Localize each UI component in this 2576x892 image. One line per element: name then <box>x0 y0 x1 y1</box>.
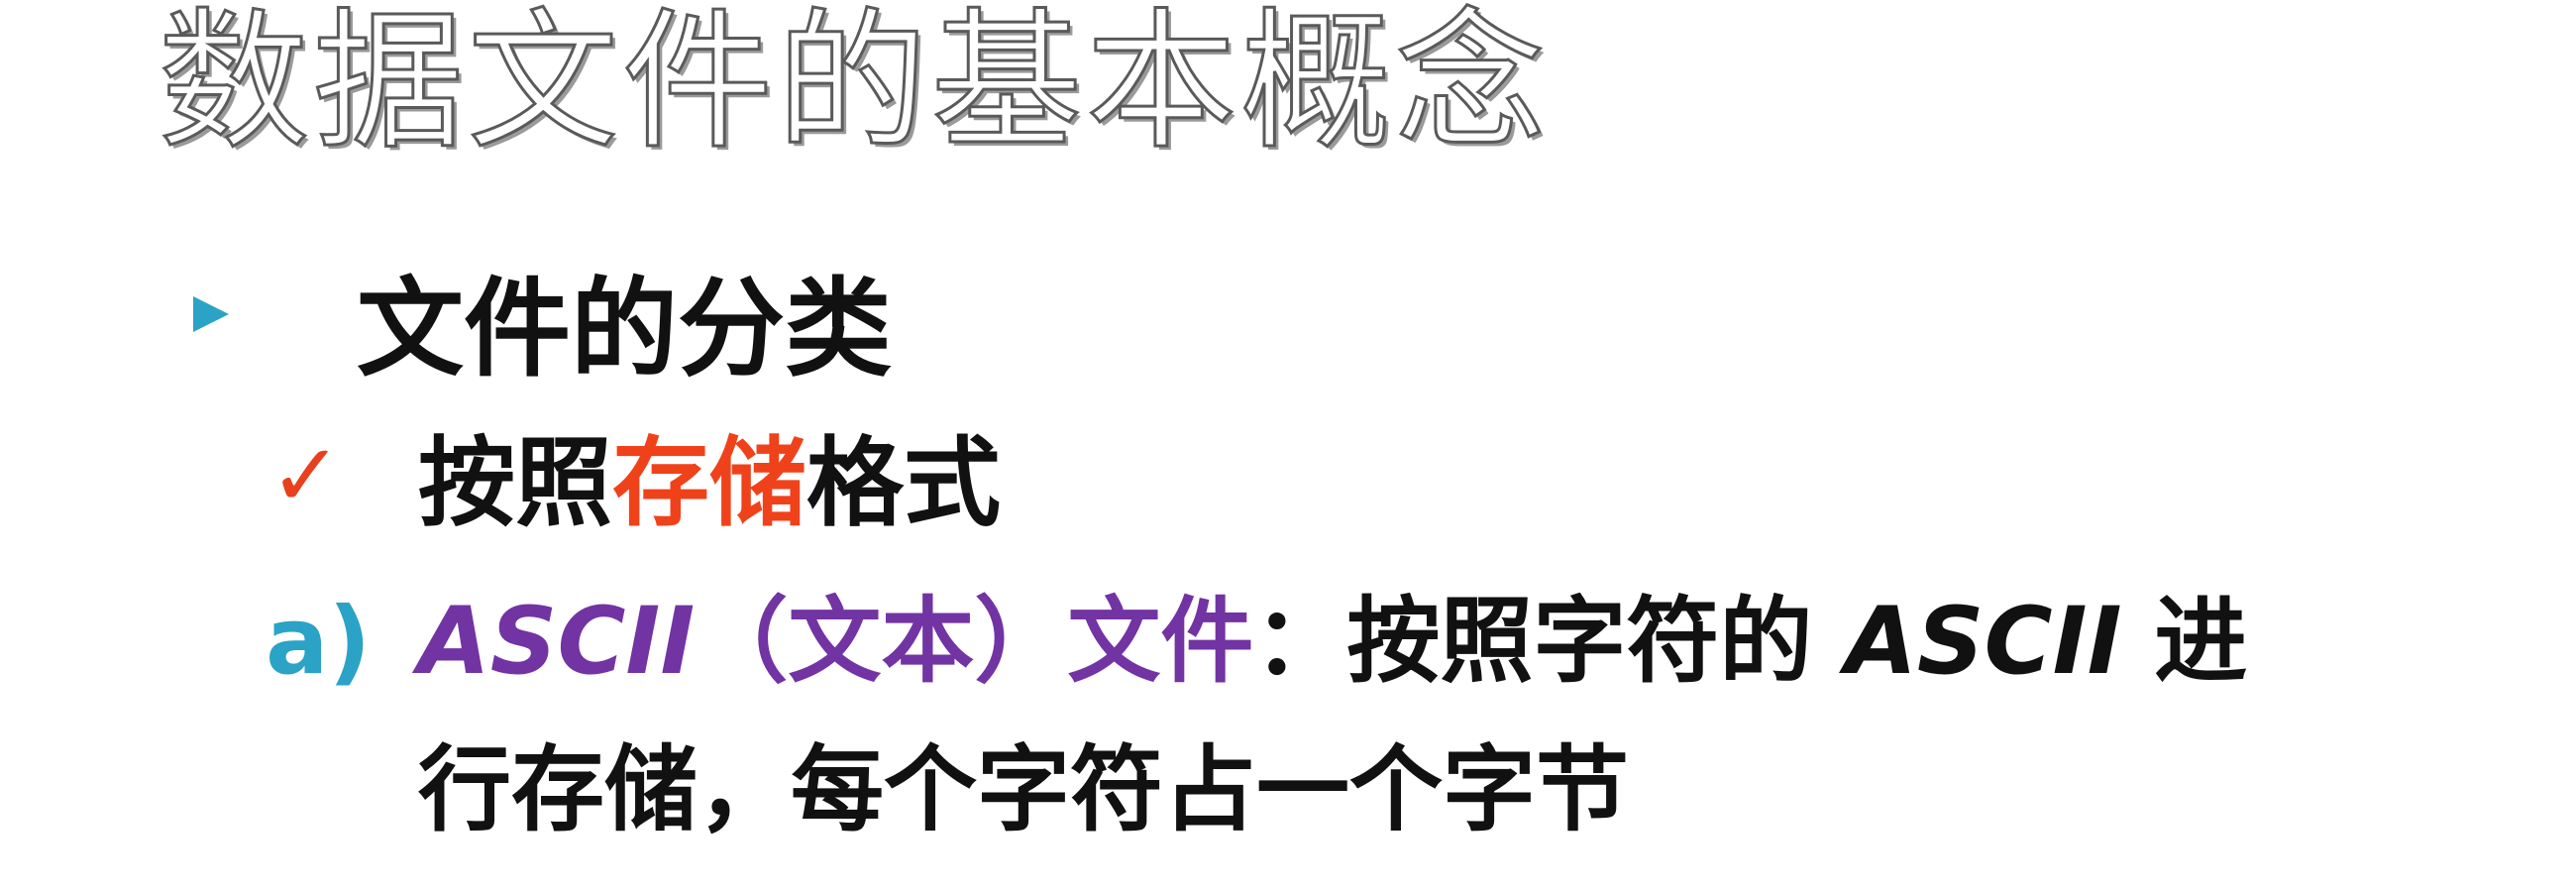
desc-line1-b: 进 <box>2154 588 2248 696</box>
term-paren: （文本）文件 <box>695 588 1254 696</box>
slide-title: 数据文件的基本概念 <box>158 0 1550 169</box>
desc-line1-ascii: ASCII <box>1845 588 2122 696</box>
check-item: 按照存储格式 <box>418 424 1001 543</box>
list-item-line1: ASCII（文本）文件：按照字符的 ASCII 进 <box>418 583 2247 702</box>
list-marker: a) <box>266 588 372 696</box>
desc-line1-a: 按照字符的 <box>1346 588 1813 696</box>
term-colon: ： <box>1253 588 1347 696</box>
checkmark-icon: ✓ <box>269 424 343 526</box>
triangle-bullet-icon <box>193 296 229 332</box>
bullet-heading: 文件的分类 <box>357 268 893 391</box>
check-item-prefix: 按照 <box>418 427 613 540</box>
check-item-highlight: 存储 <box>612 427 807 540</box>
check-item-suffix: 格式 <box>806 427 1002 540</box>
term-ascii: ASCII <box>418 588 696 696</box>
list-item-line2: 行存储，每个字符占一个字节 <box>418 736 1630 844</box>
